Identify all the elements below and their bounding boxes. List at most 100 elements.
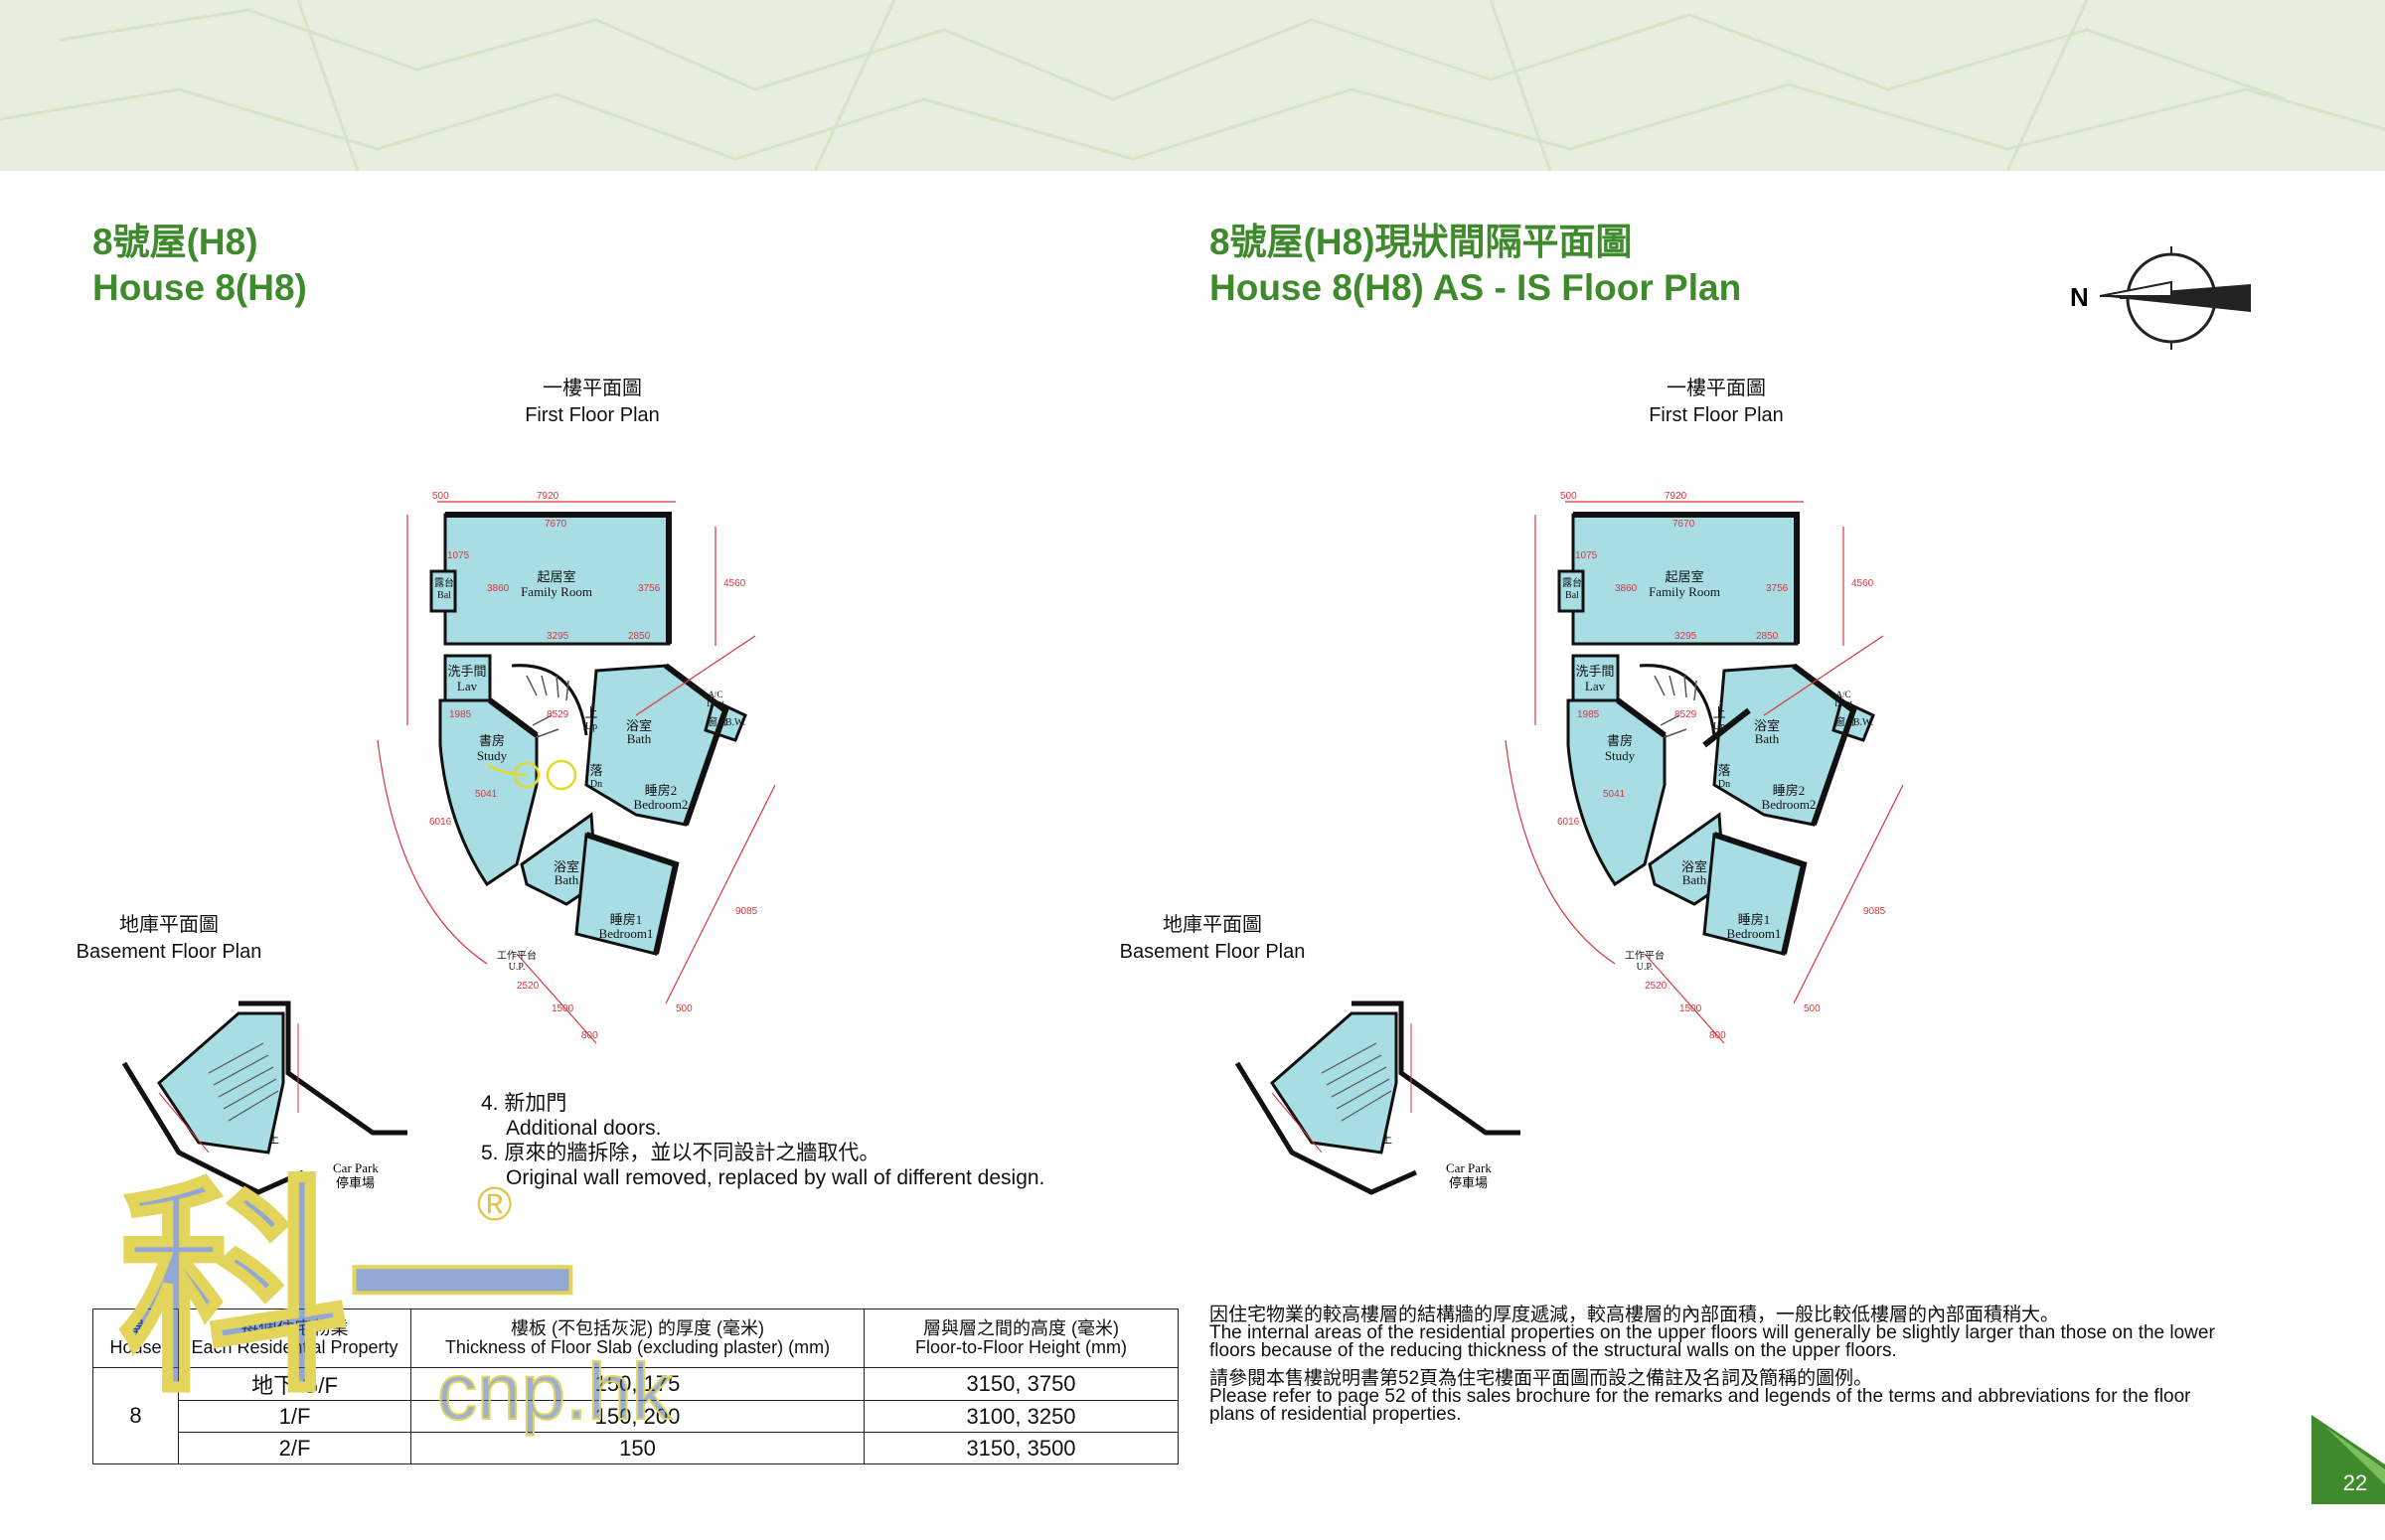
right-basement-plan: 上 Car Park 停車場 xyxy=(1234,1001,1520,1195)
room-study-en: Study xyxy=(477,748,508,763)
r-room-study-zh: 書房 xyxy=(1607,733,1633,748)
note-4-zh: 4. 新加門 xyxy=(481,1092,567,1115)
r-room-family-en: Family Room xyxy=(1649,584,1720,599)
floor-cell: 地下 G/F xyxy=(178,1367,411,1401)
r-bay-window-zh: 窗台 xyxy=(1835,715,1855,728)
room-bed1-zh: 睡房1 xyxy=(610,912,643,927)
compass-label: N xyxy=(2070,282,2089,312)
left-first-floor-zh: 一樓平面圖 xyxy=(543,378,642,399)
r-room-lav-en: Lav xyxy=(1585,679,1606,693)
house-cell: 8 xyxy=(92,1367,179,1464)
r-room-bal-en: Bal xyxy=(1565,590,1579,601)
dim-4560: 4560 xyxy=(723,578,746,589)
r-room-bal-zh: 露台 xyxy=(1562,576,1582,589)
note-4-en: Additional doors. xyxy=(506,1117,662,1140)
right-first-floor-zh: 一樓平面圖 xyxy=(1667,378,1766,399)
basement-up-zh: 上 xyxy=(268,1133,279,1146)
dim-6016: 6016 xyxy=(429,817,452,828)
right-basement-label: 地庫平面圖 Basement Floor Plan xyxy=(1103,912,1322,966)
r-stair-up-en: Up xyxy=(1713,721,1725,732)
right-basement-en: Basement Floor Plan xyxy=(1119,941,1306,963)
right-basement-zh: 地庫平面圖 xyxy=(1163,914,1262,936)
dim-500b: 500 xyxy=(676,1003,693,1014)
floor-cell: 1/F xyxy=(178,1400,411,1433)
r-room-bed2-zh: 睡房2 xyxy=(1773,783,1806,798)
stair-up-en: Up xyxy=(585,721,597,732)
right-first-floor-en: First Floor Plan xyxy=(1649,404,1784,426)
dim-3295: 3295 xyxy=(547,631,569,642)
slab-cell: 150, 175 xyxy=(410,1367,865,1401)
bay-window-en: B.W. xyxy=(725,717,745,728)
legend-p1-zh: 因住宅物業的較高樓層的結構牆的厚度遞減，較高樓層的內部面積，一般比較低樓層的內部… xyxy=(1209,1305,2060,1325)
r-dim-500b: 500 xyxy=(1804,1003,1821,1014)
r-bay-window-en: B.W. xyxy=(1853,717,1873,728)
col-slab: 樓板 (不包括灰泥) 的厚度 (毫米)Thickness of Floor Sl… xyxy=(410,1309,865,1368)
r-dim-4560: 4560 xyxy=(1851,578,1874,589)
r-dim-inner: 7670 xyxy=(1672,519,1695,530)
r-stair-up-zh: 上 xyxy=(1712,705,1725,720)
stair-dn-zh: 落 xyxy=(589,763,602,778)
up-platform-en: U.P. xyxy=(509,962,526,973)
header-banner xyxy=(0,0,2385,171)
r-dim-6016: 6016 xyxy=(1557,817,1580,828)
room-family-zh: 起居室 xyxy=(537,569,575,584)
right-title-en: House 8(H8) AS - IS Floor Plan xyxy=(1209,267,1742,308)
floor-cell: 2/F xyxy=(178,1432,411,1464)
carpark-zh: 停車場 xyxy=(336,1175,375,1190)
dim-500: 500 xyxy=(432,491,449,502)
table-row: 8 地下 G/F 150, 175 3150, 3750 xyxy=(92,1367,1179,1464)
r-room-bath-lower-zh: 浴室 xyxy=(1681,859,1707,874)
dim-2520: 2520 xyxy=(517,981,540,992)
note-5-en: Original wall removed, replaced by wall … xyxy=(506,1166,1045,1189)
r-carpark-en: Car Park xyxy=(1446,1160,1492,1175)
dim-1500: 1500 xyxy=(552,1003,574,1014)
carpark-en: Car Park xyxy=(333,1160,379,1175)
dim-3756: 3756 xyxy=(638,583,661,594)
page-number: 22 xyxy=(2343,1470,2367,1495)
r-stair-dn-zh: 落 xyxy=(1717,763,1730,778)
left-title-en: House 8(H8) xyxy=(92,267,307,308)
right-first-floor-plan: 7920 7670 500 3295 2850 1075 3860 3756 4… xyxy=(1505,491,1904,1044)
r-stair-dn-en: Dn xyxy=(1718,779,1730,790)
right-title: 8號屋(H8)現狀間隔平面圖 House 8(H8) AS - IS Floor… xyxy=(1209,220,1741,311)
r-dim-1075: 1075 xyxy=(1575,550,1598,561)
room-bath-upper-zh: 浴室 xyxy=(626,718,652,733)
room-lav-en: Lav xyxy=(457,679,478,693)
r-basement-up-zh: 上 xyxy=(1381,1133,1392,1146)
r-room-bath-lower-en: Bath xyxy=(1682,872,1707,887)
r-dim-5041: 5041 xyxy=(1603,789,1626,800)
legend-notes: 因住宅物業的較高樓層的結構牆的厚度遞減，較高樓層的內部面積，一般比較低樓層的內部… xyxy=(1209,1305,2233,1434)
col-height: 層與層之間的高度 (毫米)Floor-to-Floor Height (mm) xyxy=(864,1309,1179,1368)
r-dim-3860: 3860 xyxy=(1615,583,1638,594)
north-compass-icon: N xyxy=(2070,246,2251,350)
table-row: 2/F 150 3150, 3500 xyxy=(93,1432,1179,1464)
r-dim-8529: 8529 xyxy=(1674,709,1697,720)
up-platform-zh: 工作平台 xyxy=(497,949,537,962)
room-bal-zh: 露台 xyxy=(434,576,454,589)
dim-top: 7920 xyxy=(537,491,559,502)
slab-cell: 150 xyxy=(410,1432,865,1464)
left-first-floor-en: First Floor Plan xyxy=(525,404,660,426)
r-room-bed1-zh: 睡房1 xyxy=(1738,912,1771,927)
slab-cell: 150, 200 xyxy=(410,1400,865,1433)
dim-inner: 7670 xyxy=(545,519,567,530)
left-basement-label: 地庫平面圖 Basement Floor Plan xyxy=(60,912,278,966)
note-5-zh: 5. 原來的牆拆除，並以不同設計之牆取代。 xyxy=(481,1142,880,1164)
bay-window-zh: 窗台 xyxy=(708,715,727,728)
r-carpark-zh: 停車場 xyxy=(1449,1175,1488,1190)
r-dim-3756: 3756 xyxy=(1766,583,1789,594)
r-room-bath-upper-en: Bath xyxy=(1755,731,1780,746)
legend-p1-en: The internal areas of the residential pr… xyxy=(1209,1322,2215,1361)
r-dim-3295: 3295 xyxy=(1674,631,1697,642)
dim-1075: 1075 xyxy=(447,550,470,561)
left-first-floor-plan: 7920 7670 500 3295 2850 1075 3860 3756 4… xyxy=(377,491,776,1044)
dim-9085: 9085 xyxy=(735,906,758,917)
left-basement-zh: 地庫平面圖 xyxy=(119,914,219,936)
right-title-zh: 8號屋(H8)現狀間隔平面圖 xyxy=(1209,222,1633,262)
page-number-badge: 22 xyxy=(2311,1415,2385,1504)
r-dim-500: 500 xyxy=(1560,491,1577,502)
